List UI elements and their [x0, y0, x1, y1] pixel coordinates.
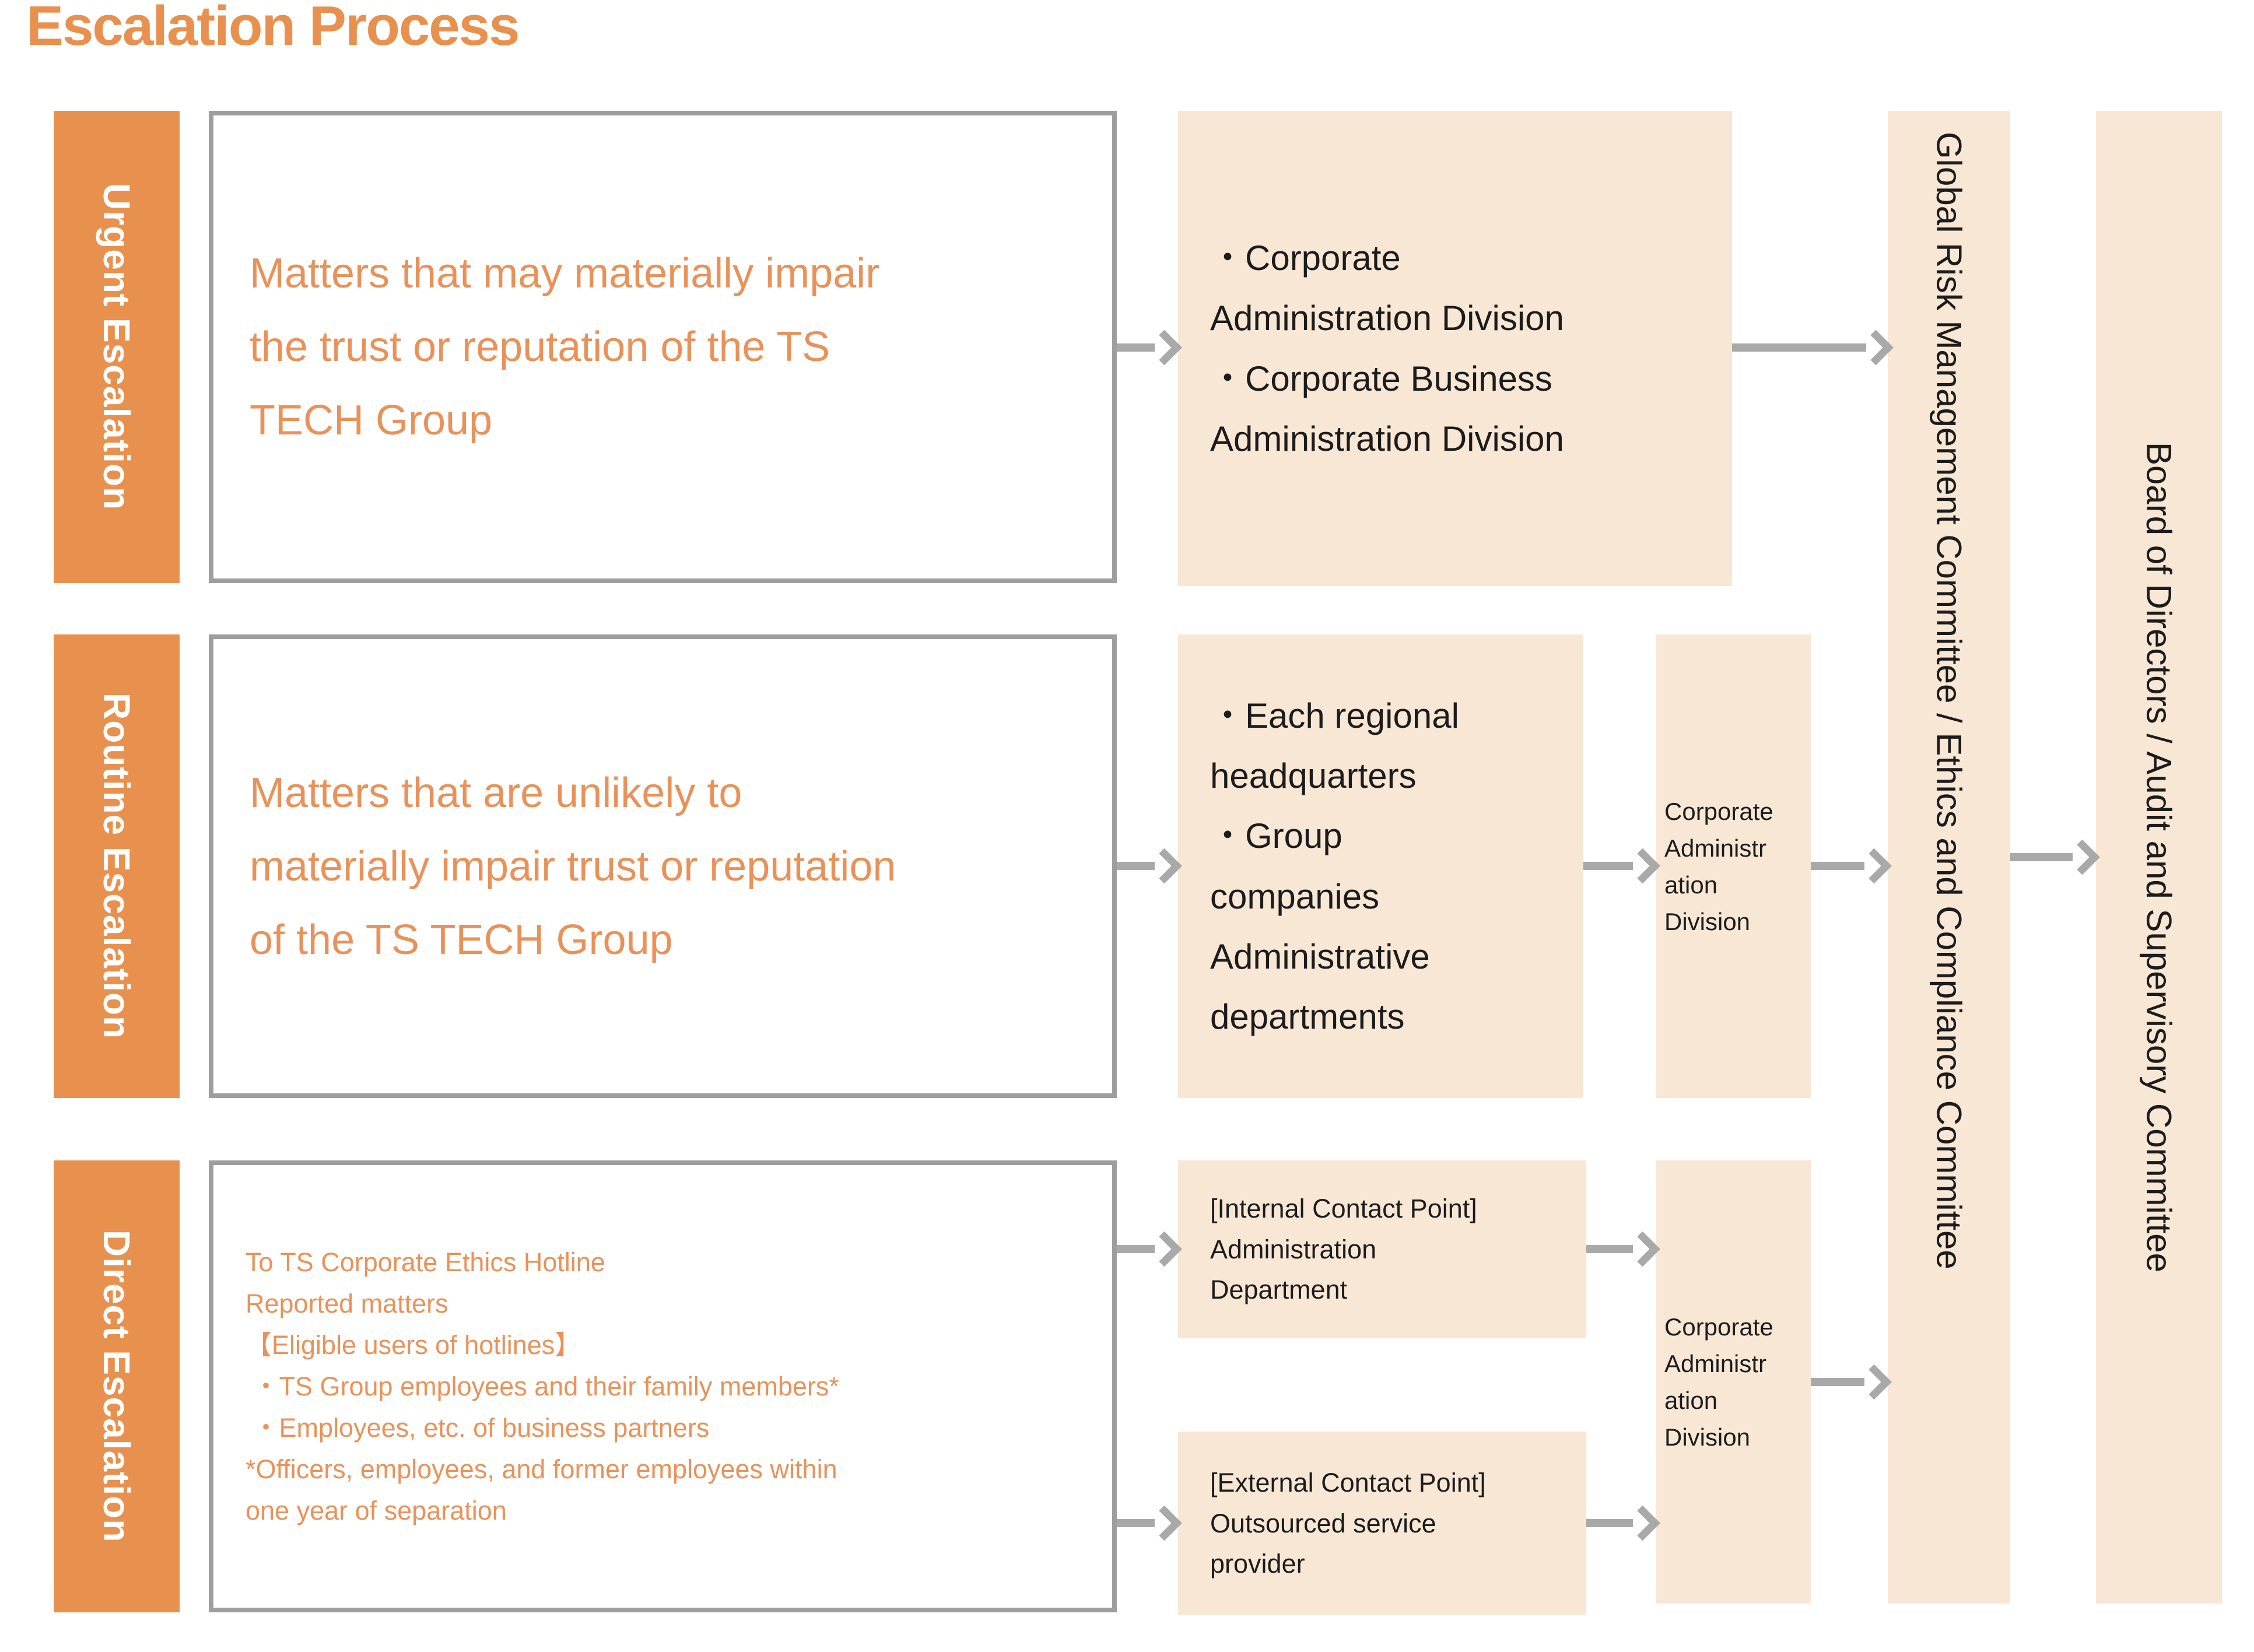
- external-contact-text: [External Contact Point] Outsourced serv…: [1210, 1467, 1486, 1579]
- routine-intermediate-text: Corporate Administr ation Division: [1664, 797, 1773, 935]
- row-label-routine-escalation: Routine Escalation: [54, 634, 180, 1098]
- direct-matter-box: To TS Corporate Ethics Hotline Reported …: [209, 1160, 1117, 1612]
- routine-matter-text: Matters that are unlikely to materially …: [250, 769, 896, 963]
- routine-matter-box: Matters that are unlikely to materially …: [209, 634, 1117, 1098]
- arrow-direct-matter-to-external-contact: [1117, 1519, 1155, 1527]
- direct-matter-text: To TS Corporate Ethics Hotline Reported …: [246, 1247, 839, 1526]
- arrow-urgent-recipients-to-risk-committee: [1732, 343, 1866, 352]
- routine-intermediate-box: Corporate Administr ation Division: [1656, 634, 1811, 1098]
- risk-ethics-committee-bar: Global Risk Management Committee / Ethic…: [1888, 111, 2010, 1604]
- arrow-urgent-matter-to-recipients: [1117, 343, 1155, 352]
- row-label-routine-escalation-text: Routine Escalation: [96, 693, 138, 1040]
- routine-recipients-box: ・Each regional headquarters ・Group compa…: [1178, 634, 1583, 1098]
- board-audit-committee-text: Board of Directors / Audit and Superviso…: [2139, 442, 2179, 1272]
- urgent-recipients-box: ・Corporate Administration Division ・Corp…: [1178, 111, 1732, 586]
- row-label-urgent-escalation: Urgent Escalation: [54, 111, 180, 583]
- row-label-urgent-escalation-text: Urgent Escalation: [96, 183, 138, 511]
- direct-intermediate-text: Corporate Administr ation Division: [1664, 1313, 1773, 1451]
- row-label-direct-escalation: Direct Escalation: [54, 1160, 180, 1612]
- direct-intermediate-box: Corporate Administr ation Division: [1656, 1160, 1811, 1604]
- arrow-direct-matter-to-internal-contact: [1117, 1245, 1155, 1253]
- risk-ethics-committee-text: Global Risk Management Committee / Ethic…: [1929, 132, 1969, 1269]
- urgent-matter-box: Matters that may materially impair the t…: [209, 111, 1117, 583]
- arrow-external-contact-to-intermediate: [1586, 1519, 1633, 1527]
- arrow-direct-intermediate-to-risk-committee: [1811, 1378, 1864, 1386]
- internal-contact-box: [Internal Contact Point] Administration …: [1178, 1160, 1586, 1338]
- row-label-direct-escalation-text: Direct Escalation: [96, 1230, 138, 1543]
- arrow-risk-committee-to-board: [2010, 853, 2073, 861]
- urgent-matter-text: Matters that may materially impair the t…: [250, 250, 880, 444]
- page-title: Escalation Process: [26, 0, 520, 57]
- arrow-routine-matter-to-recipients: [1117, 862, 1155, 870]
- external-contact-box: [External Contact Point] Outsourced serv…: [1178, 1432, 1586, 1615]
- arrow-routine-intermediate-to-risk-committee: [1811, 862, 1864, 870]
- board-audit-committee-bar: Board of Directors / Audit and Superviso…: [2096, 111, 2222, 1604]
- arrow-internal-contact-to-intermediate: [1586, 1245, 1633, 1253]
- routine-recipients-text: ・Each regional headquarters ・Group compa…: [1210, 696, 1459, 1036]
- internal-contact-text: [Internal Contact Point] Administration …: [1210, 1193, 1477, 1305]
- urgent-recipients-text: ・Corporate Administration Division ・Corp…: [1210, 238, 1564, 458]
- arrow-routine-recipients-to-intermediate: [1583, 862, 1633, 870]
